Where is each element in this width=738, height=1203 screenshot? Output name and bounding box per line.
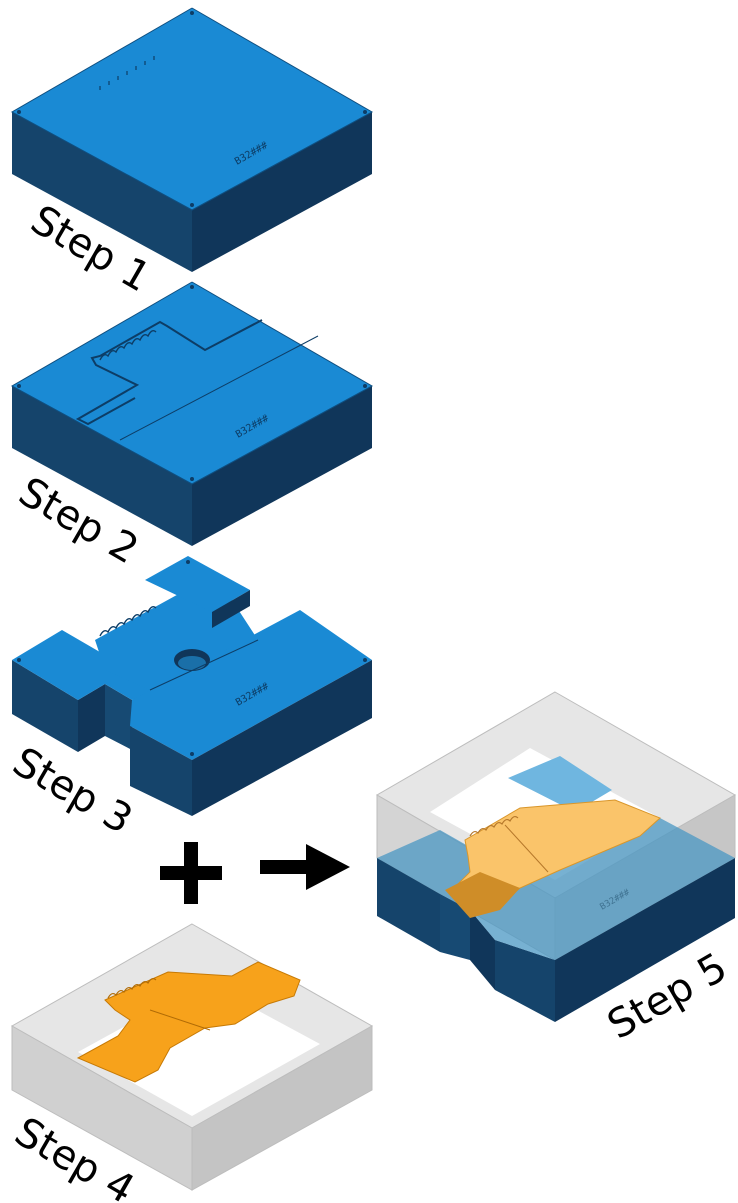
step3-right-left-face (130, 726, 192, 816)
right-arrow (260, 844, 350, 890)
step2-teeth (99, 329, 157, 361)
plus-sign (160, 842, 222, 904)
step3-back-arm-front (212, 590, 250, 628)
step1-right-face (192, 112, 372, 272)
step5-assembly: B32### (376, 691, 737, 1022)
step5-insert-front (445, 872, 520, 918)
step4-assembly (10, 923, 374, 1191)
step1-slit-marks (99, 56, 155, 90)
step5-insert-split (504, 824, 549, 873)
step2-channel-outline (75, 319, 263, 426)
step3-split-line (149, 639, 259, 691)
step3-right-top (130, 610, 372, 760)
step2-top-face (12, 282, 372, 484)
step4-case-right (191, 1025, 373, 1191)
step3-right-right-face (192, 660, 372, 816)
step1-block: B32### (10, 7, 374, 272)
step3-back-arm-top (145, 556, 250, 612)
step2-corner-screws (17, 285, 367, 481)
step5-block-front (495, 940, 555, 1022)
step2-right-face (192, 386, 372, 546)
step2-block: B32### (10, 281, 374, 546)
step5-teeth (469, 815, 519, 837)
step5-block-left (377, 858, 440, 952)
step5-block-top-tint (377, 818, 735, 960)
step5-back-pad (508, 756, 612, 812)
step5-block-right (555, 858, 735, 1022)
step3-teeth (99, 605, 157, 637)
step3-left-arm-front (78, 684, 105, 752)
step5-block-front-left (470, 910, 495, 990)
step3-block: B32### (12, 556, 372, 816)
step3-notch-wall (105, 684, 132, 750)
step4-case-cutout (78, 982, 320, 1116)
step3-left-arm-side (12, 660, 78, 752)
step1-left-face (12, 112, 192, 272)
step3-corner-screws (17, 560, 367, 756)
step3-left-arm-top (12, 630, 105, 700)
step1-top-face (12, 8, 372, 210)
step2-left-face (12, 386, 192, 546)
step4-teeth (107, 977, 157, 999)
step4-insert-split (149, 1009, 211, 1031)
step3-label: Step 3 (5, 739, 140, 843)
step1-corner-screws (17, 11, 367, 207)
step5-block-notch (440, 894, 470, 960)
step2-split-line (119, 335, 319, 441)
